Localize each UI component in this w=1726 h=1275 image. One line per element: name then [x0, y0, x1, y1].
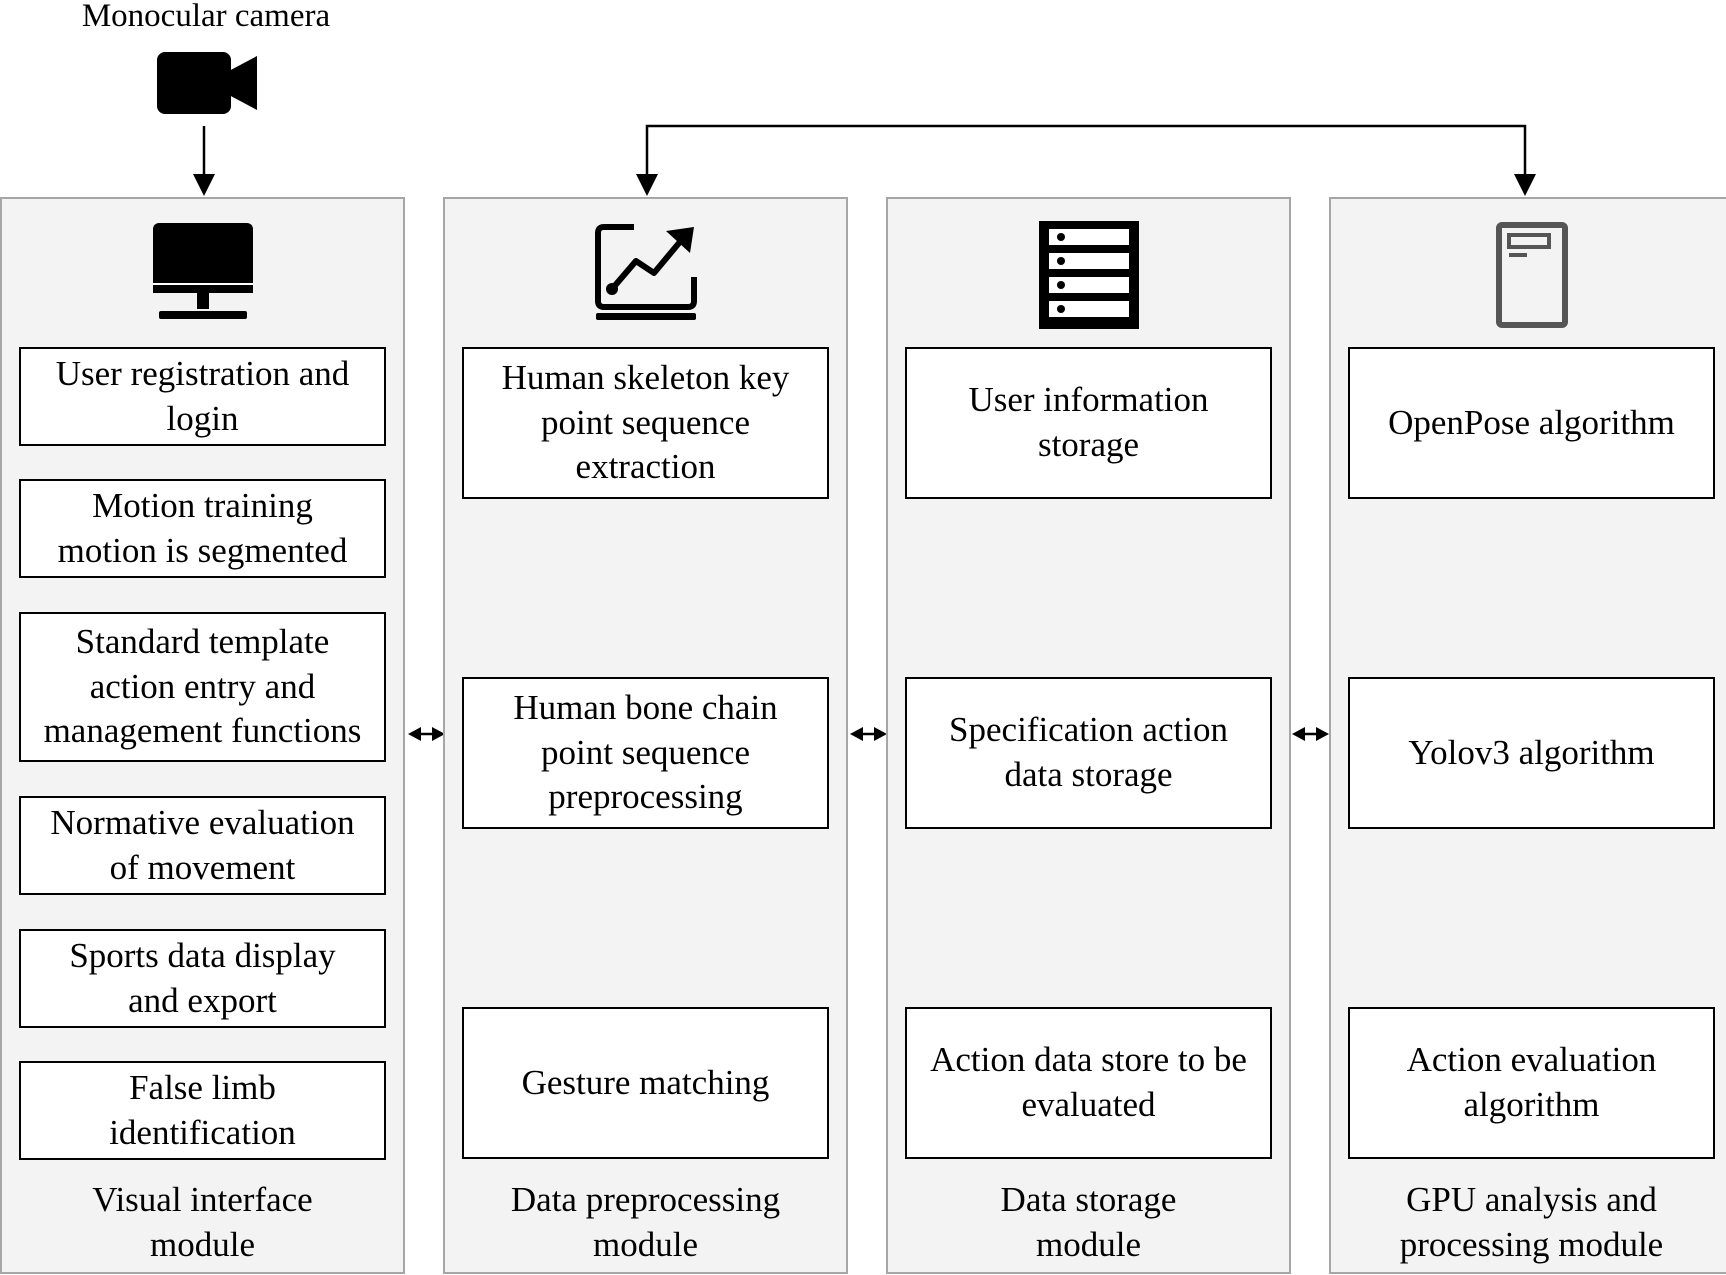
visual-preprocessing-link — [408, 727, 445, 741]
box-label: Action evaluation algorithm — [1406, 1040, 1657, 1124]
preprocessing-storage-link — [850, 727, 887, 741]
box-gesture-matching: Gesture matching — [462, 1007, 829, 1159]
box-action-data-store: Action data store to be evaluated — [905, 1007, 1272, 1159]
box-user-info-storage: User information storage — [905, 347, 1272, 499]
box-spec-action-storage: Specification action data storage — [905, 677, 1272, 829]
box-label: Human skeleton key point sequence extrac… — [501, 357, 790, 487]
box-standard-template: Standard template action entry and manag… — [19, 612, 386, 762]
box-label: Action data store to be evaluated — [930, 1040, 1247, 1124]
box-yolov3: Yolov3 algorithm — [1348, 677, 1715, 829]
line-chart-icon — [594, 224, 697, 320]
column-title: Data storage module — [1000, 1180, 1177, 1265]
box-label: Human bone chain point sequence preproce… — [513, 687, 778, 817]
box-label: Motion training motion is segmented — [57, 485, 348, 570]
box-label: Yolov3 algorithm — [1408, 732, 1655, 772]
server-tower-icon — [1495, 222, 1568, 328]
storage-gpu-link — [1292, 727, 1329, 741]
box-label: False limb identification — [109, 1067, 296, 1152]
data-storage-module: User information storage Specification a… — [886, 197, 1291, 1274]
column-title: GPU analysis and processing module — [1399, 1180, 1664, 1265]
box-normative-evaluation: Normative evaluation of movement — [19, 796, 386, 895]
camera-to-visual-arrow — [193, 126, 215, 196]
box-skeleton-extraction: Human skeleton key point sequence extrac… — [462, 347, 829, 499]
box-label: Standard template action entry and manag… — [43, 621, 362, 751]
video-camera-icon — [157, 52, 257, 114]
box-action-evaluation: Action evaluation algorithm — [1348, 1007, 1715, 1159]
data-preprocessing-module: Human skeleton key point sequence extrac… — [443, 197, 848, 1274]
camera-label: Monocular camera — [81, 0, 331, 34]
preprocessing-gpu-link — [636, 124, 1536, 196]
box-label: User registration and login — [55, 353, 350, 438]
gpu-analysis-module: OpenPose algorithm Yolov3 algorithm Acti… — [1329, 197, 1726, 1274]
desktop-monitor-icon — [152, 223, 253, 319]
box-label: Gesture matching — [521, 1062, 770, 1102]
column-title: Visual interface module — [92, 1180, 313, 1265]
box-label: OpenPose algorithm — [1388, 402, 1675, 442]
visual-interface-module: User registration and login Motion train… — [0, 197, 405, 1274]
box-bone-chain-preprocessing: Human bone chain point sequence preproce… — [462, 677, 829, 829]
column-title: Data preprocessing module — [510, 1180, 781, 1265]
box-sports-data-display: Sports data display and export — [19, 929, 386, 1028]
box-label: User information storage — [968, 380, 1209, 464]
box-user-registration: User registration and login — [19, 347, 386, 446]
box-label: Specification action data storage — [949, 710, 1228, 794]
box-motion-segmentation: Motion training motion is segmented — [19, 479, 386, 578]
box-openpose: OpenPose algorithm — [1348, 347, 1715, 499]
server-rack-icon — [1038, 221, 1139, 329]
box-false-limb: False limb identification — [19, 1061, 386, 1160]
box-label: Normative evaluation of movement — [50, 802, 355, 887]
box-label: Sports data display and export — [69, 935, 336, 1020]
